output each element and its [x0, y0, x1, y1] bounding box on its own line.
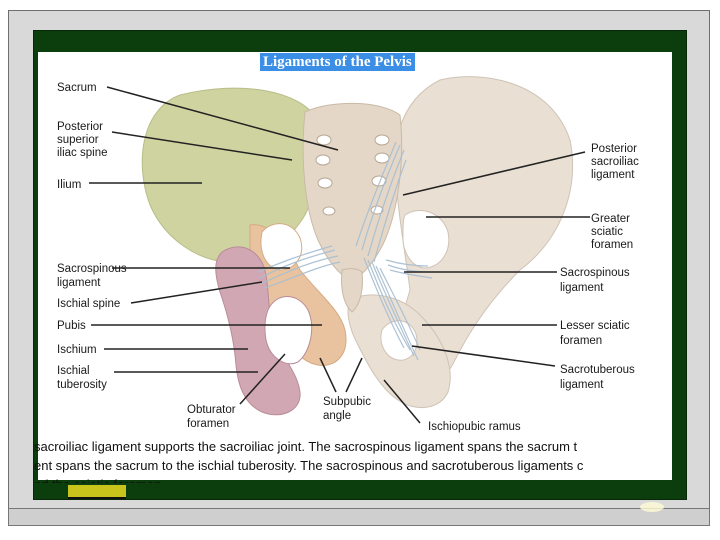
label-pubis: Pubis — [57, 320, 86, 332]
label-sacrotuberous-ligament: Sacrotuberous ligament — [560, 364, 638, 391]
caption-line-3: nd the sciatic foramen — [34, 475, 161, 483]
labels-left: Sacrum Posterior superior iliac spine Il… — [57, 82, 130, 391]
label-ischial-spine: Ischial spine — [57, 298, 120, 310]
label-sacrum: Sacrum — [57, 82, 97, 94]
label-posterior-sacroiliac-ligament: Posterior sacroiliac ligament — [591, 143, 642, 181]
caption-text: sacroiliac ligament supports the sacroil… — [0, 437, 672, 483]
caption-line-1: sacroiliac ligament supports the sacroil… — [34, 439, 578, 454]
labels-right: Posterior sacroiliac ligament Greater sc… — [560, 143, 642, 391]
ligament-fibers — [257, 141, 433, 361]
labels-bottom: Obturator foramen Subpubic angle Ischiop… — [187, 396, 521, 433]
label-greater-sciatic-foramen: Greater sciatic foramen — [591, 213, 633, 251]
slide-bottom-strip — [8, 508, 710, 526]
chalk-eraser — [68, 485, 126, 499]
light-glare — [640, 502, 664, 512]
caption-line-2: ent spans the sacrum to the ischial tube… — [34, 458, 584, 473]
ischium-left — [215, 246, 301, 416]
ilium-left — [141, 87, 320, 263]
label-ilium: Ilium — [57, 179, 81, 191]
coccyx — [341, 268, 363, 313]
label-sacrospinous-ligament-left: Sacrospinous ligament — [57, 263, 130, 289]
label-ischial-tuberosity: Ischial tuberosity — [57, 365, 107, 391]
label-subpubic-angle: Subpubic angle — [323, 396, 374, 422]
pelvis-illustration — [141, 76, 574, 416]
label-sacrospinous-ligament-right: Sacrospinous ligament — [560, 267, 633, 294]
ilium-right — [394, 76, 574, 391]
greater-sciatic-foramen-right — [402, 210, 450, 269]
obturator-foramen-left — [264, 296, 313, 365]
label-obturator-foramen: Obturator foramen — [187, 404, 239, 430]
label-ischiopubic-ramus: Ischiopubic ramus — [428, 421, 521, 433]
leader-lines — [89, 86, 590, 424]
slide-title: Ligaments of the Pelvis — [260, 53, 415, 71]
label-lesser-sciatic-foramen: Lesser sciatic foramen — [560, 320, 633, 347]
label-posterior-superior-iliac-spine: Posterior superior iliac spine — [57, 121, 108, 159]
label-ischium: Ischium — [57, 344, 97, 356]
